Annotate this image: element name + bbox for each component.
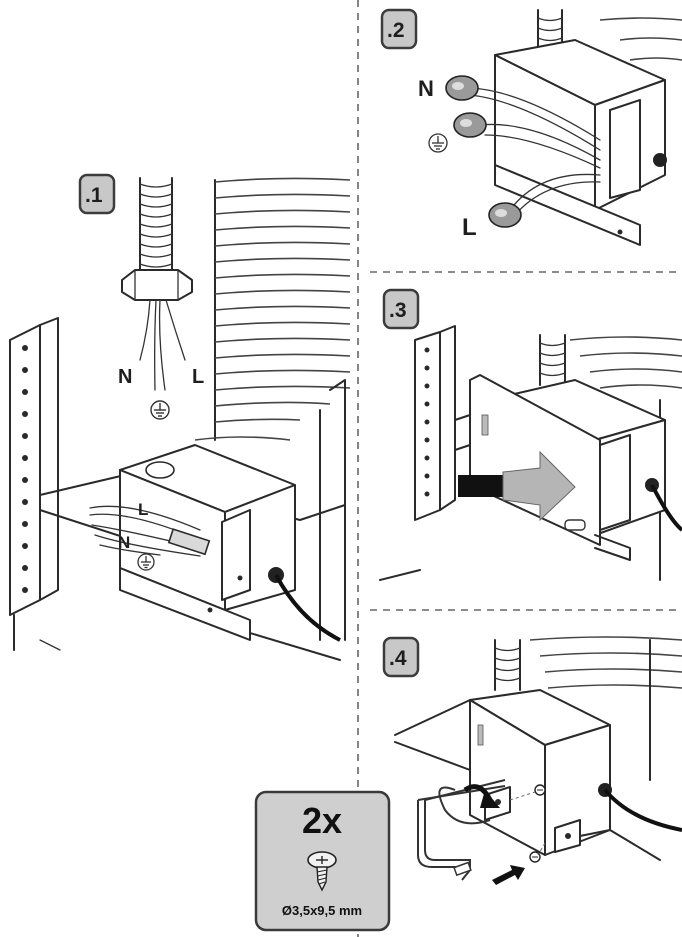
perforated-rail xyxy=(9,317,59,651)
step-3-panel: .3 xyxy=(379,288,682,581)
screw-icon xyxy=(307,851,337,892)
cable-conduit xyxy=(121,177,193,391)
step-3-badge: .3 xyxy=(382,288,420,330)
step-1-box-neutral-label: N xyxy=(118,533,130,552)
step-4-badge: .4 xyxy=(382,636,420,678)
screw-size: Ø3,5x9,5 mm xyxy=(282,903,362,918)
step-4-label: .4 xyxy=(389,647,407,670)
ground-symbol-icon xyxy=(428,133,448,153)
arrow-right-icon xyxy=(492,865,525,885)
ground-symbol-icon xyxy=(150,400,170,420)
step-1-neutral-label: N xyxy=(118,366,132,388)
wire-connector-neutral xyxy=(445,75,479,101)
screw-spec-card: 2x Ø3,5x9,5 mm xyxy=(254,790,391,932)
arrow-right-icon xyxy=(458,450,576,522)
step-1-panel: .1 xyxy=(9,173,351,661)
step-1-box-live-label: L xyxy=(138,500,148,519)
step-2-panel: .2 xyxy=(380,8,682,246)
wire-connector-live xyxy=(488,202,522,228)
terminal-box xyxy=(89,444,341,642)
step-1-label: .1 xyxy=(85,184,103,207)
wire-connector-ground xyxy=(453,112,487,138)
step-3-label: .3 xyxy=(389,299,407,322)
step-2-neutral-label: N xyxy=(418,76,434,101)
cover-plate xyxy=(469,374,601,546)
screw-icon xyxy=(534,784,546,796)
step-1-live-label: L xyxy=(192,366,204,388)
step-2-live-label: L xyxy=(462,214,477,241)
step-1-badge: .1 xyxy=(78,173,116,215)
duct xyxy=(194,177,351,641)
screw-icon xyxy=(529,851,541,863)
step-2-label: .2 xyxy=(387,19,405,42)
step-4-panel: .4 xyxy=(382,636,682,885)
step-2-badge: .2 xyxy=(380,8,418,50)
rotate-arrow-icon xyxy=(438,784,500,825)
screw-quantity: 2x xyxy=(302,800,342,841)
ground-symbol-icon xyxy=(137,553,155,571)
